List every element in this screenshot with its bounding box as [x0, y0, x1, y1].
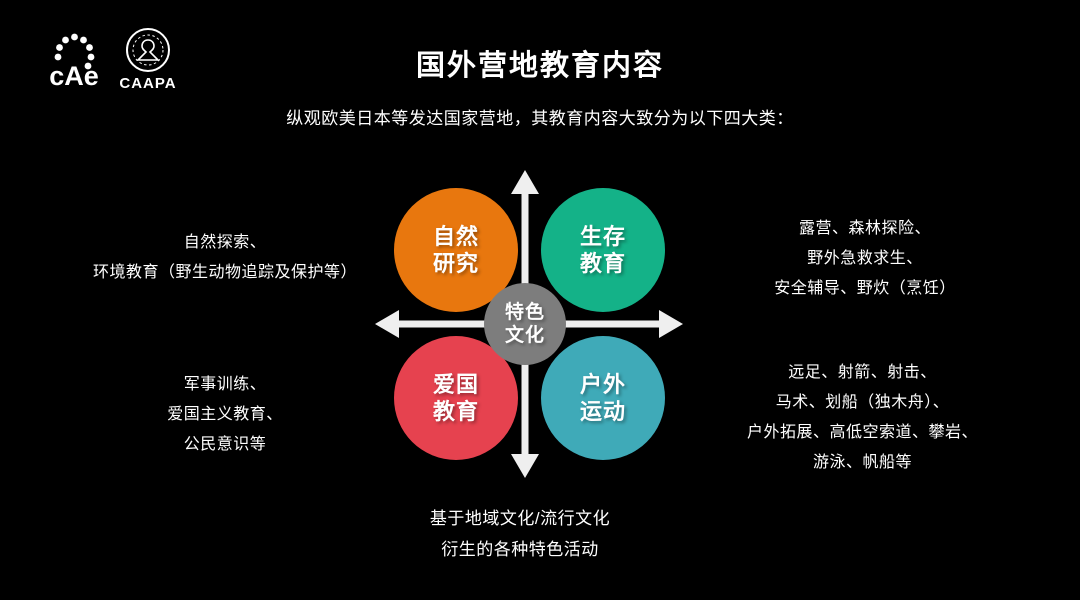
center-circle-label: 特色 文化 [504, 302, 545, 346]
up-arrow-icon [511, 170, 539, 194]
caapa-logo-text: CAAPA [119, 75, 176, 92]
down-arrow-icon [511, 454, 539, 478]
quadrant-circle-outdoor-sports: 户外 运动 [541, 336, 665, 460]
annotation-line: 游泳、帆船等 [812, 454, 912, 471]
right-arrow-icon [659, 310, 683, 338]
quadrant-label: 爱国 教育 [432, 372, 479, 424]
annotation-line: 军事训练、 [183, 376, 267, 393]
annotation-line: 公民意识等 [183, 436, 267, 453]
annotation-line: 环境教育（野生动物追踪及保护等） [92, 264, 357, 281]
quadrant-label: 自然 研究 [432, 224, 479, 276]
annotation-line: 安全辅导、野炊（烹饪） [774, 280, 956, 297]
quadrant-circle-survival-education: 生存 教育 [541, 188, 665, 312]
annotation-outdoor-sports: 远足、射箭、射击、 马术、划船（独木舟）、 户外拓展、高低空索道、攀岩、 游泳、… [695, 358, 1030, 478]
annotation-special-culture: 基于地域文化/流行文化 衍生的各种特色活动 [360, 503, 680, 565]
page-title: 国外营地教育内容 [415, 50, 664, 82]
annotation-patriotic-education: 军事训练、 爱国主义教育、 公民意识等 [60, 370, 390, 460]
page-subtitle: 纵观欧美日本等发达国家营地，其教育内容大致分为以下四大类： [286, 109, 794, 128]
annotation-nature-research: 自然探索、 环境教育（野生动物追踪及保护等） [60, 228, 390, 288]
cae-logo-text: cAe [49, 61, 99, 91]
quadrant-label: 生存 教育 [579, 224, 626, 276]
annotation-survival-education: 露营、森林探险、 野外急救求生、 安全辅导、野炊（烹饪） [700, 214, 1030, 304]
annotation-line: 自然探索、 [183, 234, 267, 251]
annotation-line: 衍生的各种特色活动 [441, 540, 599, 559]
quadrant-circle-patriotic-education: 爱国 教育 [394, 336, 518, 460]
annotation-line: 爱国主义教育、 [167, 406, 283, 423]
annotation-line: 野外急救求生、 [807, 250, 923, 267]
annotation-line: 露营、森林探险、 [798, 220, 931, 237]
quadrant-label: 户外 运动 [579, 372, 626, 424]
logo-group: cAe CAAPA [42, 26, 180, 92]
annotation-line: 远足、射箭、射击、 [788, 364, 937, 381]
caapa-logo: CAAPA [119, 28, 176, 92]
annotation-line: 基于地域文化/流行文化 [429, 509, 611, 528]
quadrant-circle-nature-research: 自然 研究 [394, 188, 518, 312]
annotation-line: 马术、划船（独木舟）、 [775, 394, 950, 411]
center-circle-special-culture: 特色 文化 [484, 283, 566, 365]
cae-logo: cAe [49, 33, 99, 91]
annotation-line: 户外拓展、高低空索道、攀岩、 [746, 424, 978, 441]
left-arrow-icon [375, 310, 399, 338]
